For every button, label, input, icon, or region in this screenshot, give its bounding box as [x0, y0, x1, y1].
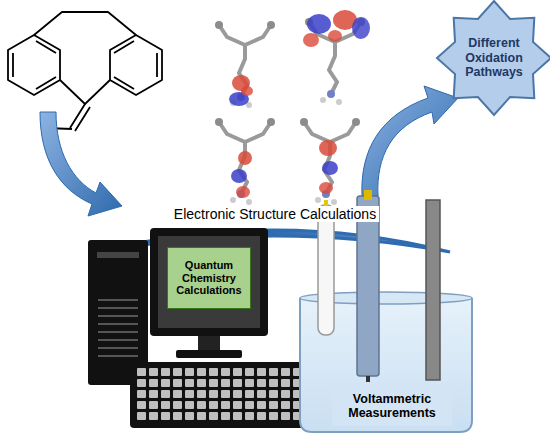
cycle-arrow — [40, 112, 122, 216]
computer — [88, 228, 322, 428]
node-text: Voltammetric Measurements — [339, 392, 445, 421]
node-text: Different Oxidation Pathways — [460, 36, 528, 79]
process-box: Quantum Chemistry Calculations — [167, 247, 251, 309]
section-label: Electronic Structure Calculations — [171, 206, 379, 222]
result-star: Different Oxidation Pathways — [435, 0, 550, 117]
orbital-images — [215, 10, 370, 205]
bracket-arc — [96, 230, 450, 252]
electrochemical-cell — [300, 190, 472, 432]
molecule-structure — [8, 12, 162, 131]
node-text: Quantum Chemistry Calculations — [174, 259, 244, 297]
cycle-arrow — [362, 86, 458, 196]
process-box: Voltammetric Measurements — [332, 386, 452, 426]
